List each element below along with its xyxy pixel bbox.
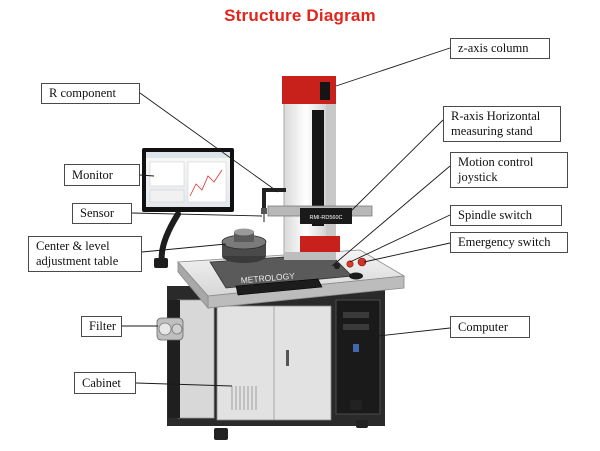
label-text: Computer [458,319,508,334]
label-monitor: Monitor [64,164,140,186]
monitor-unit [142,148,234,212]
label-text: z-axis column [458,41,529,55]
monitor-arm [158,211,181,265]
label-center-level-adjustment-table: Center & level adjustment table [28,236,142,272]
cabinet-body [167,286,385,426]
label-text: Monitor [72,167,113,182]
center-level-table [221,228,267,263]
cabinet-feet [214,400,368,440]
r-axis-arm: RMI-RD560C [267,205,373,224]
diagram-title: Structure Diagram [224,6,376,25]
label-text: Cabinet [82,375,121,390]
monitor-arm-base [154,258,168,268]
keyboard [235,278,323,296]
label-filter: Filter [81,316,122,337]
label-text-line2: joystick [458,170,498,184]
label-motion-control-joystick: Motion control joystick [450,152,568,188]
mouse [349,272,363,280]
label-text: Filter [89,319,117,333]
label-text: Emergency switch [458,235,551,249]
label-text: Sensor [80,206,115,220]
label-text: R component [49,86,117,100]
label-text-line1: R-axis Horizontal [451,109,541,123]
z-axis-column [282,76,340,260]
label-spindle-switch: Spindle switch [450,205,562,226]
label-text: Spindle switch [458,208,532,222]
label-text-line1: Center & level [36,239,110,253]
label-r-axis-horizontal-measuring-stand: R-axis Horizontal measuring stand [443,106,561,142]
label-sensor: Sensor [72,203,132,224]
label-text-line2: adjustment table [36,254,119,268]
brand-text: METROLOGY [240,271,295,286]
leader-lines [122,47,451,387]
r-component [261,188,286,222]
label-z-axis-column: z-axis column [450,38,550,59]
label-computer: Computer [450,316,530,338]
model-text: RMI-RD560C [309,215,342,221]
label-cabinet: Cabinet [74,372,136,394]
label-r-component: R component [41,83,140,104]
filter-unit [156,317,184,341]
label-text-line2: measuring stand [451,124,533,138]
label-text-line1: Motion control [458,155,534,169]
label-emergency-switch: Emergency switch [450,232,568,253]
